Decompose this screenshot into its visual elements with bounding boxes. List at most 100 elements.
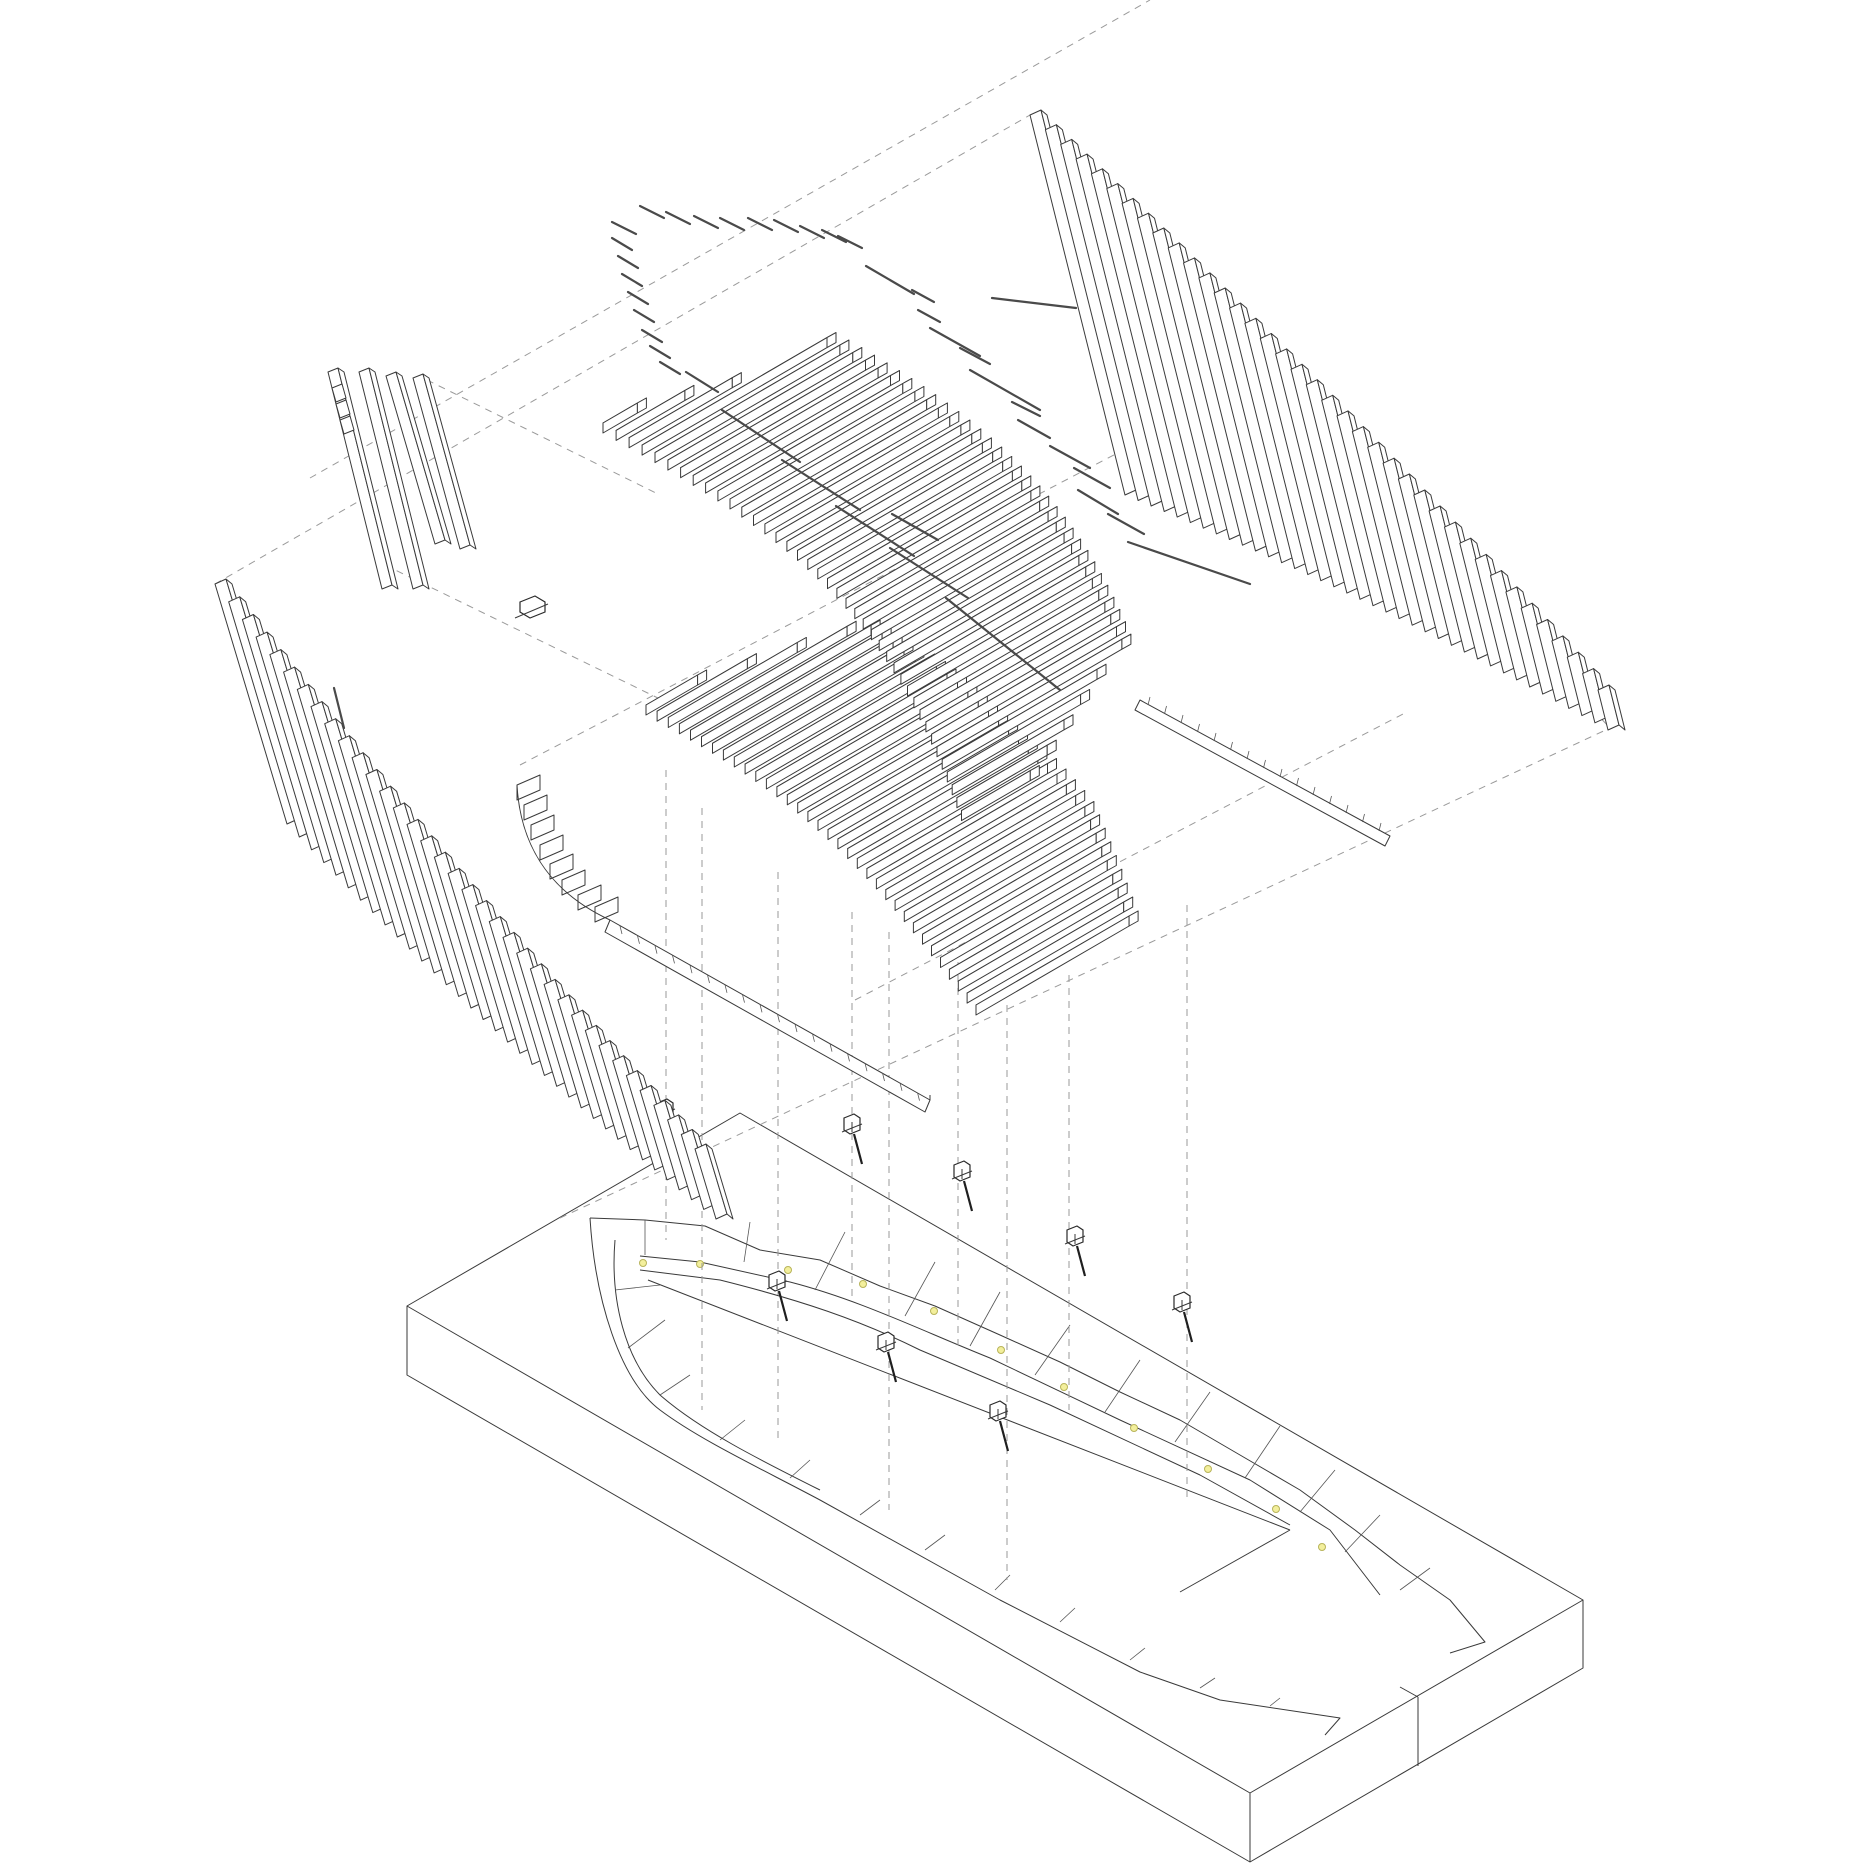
right-wall-slat-38: [1597, 684, 1626, 731]
rail-bolt-right-1: [1147, 696, 1151, 706]
upper-slat-31: [913, 584, 1109, 709]
curved-concrete-bench-edge: [589, 1217, 1486, 1736]
lower-slat-1: [645, 669, 708, 716]
upper-slat-6: [667, 347, 863, 471]
lower-slat-4: [678, 620, 857, 735]
upper-slat-8: [692, 362, 888, 486]
rail-bolt-right-10: [1296, 777, 1299, 787]
rail-bolt-left-8: [742, 994, 745, 1003]
lower-slat-2: [656, 653, 757, 722]
upper-slat-36: [941, 663, 1107, 770]
rail-bolt-right-12: [1329, 795, 1332, 805]
rail-bolt-right-6: [1230, 741, 1233, 751]
rail-bolt-left-6: [707, 974, 710, 984]
lower-slat-33: [966, 896, 1134, 1004]
top-rod-layer: [610, 204, 1252, 692]
upper-slat-17: [797, 437, 992, 561]
rod-22: [928, 326, 982, 358]
rail-bolt-left-4: [672, 955, 675, 964]
upper-slat-35: [936, 633, 1132, 758]
lower-slat-34: [975, 910, 1139, 1016]
upper-slat-28: [893, 549, 1089, 674]
rod-34: [720, 408, 802, 464]
rod-36: [834, 504, 916, 558]
upper-slat-25: [870, 516, 1066, 641]
base-plinth: [406, 1112, 1584, 1863]
upper-slat-27: [886, 538, 1082, 663]
upper-slat-4: [641, 332, 837, 456]
rod-35: [780, 458, 862, 512]
rail-bolt-left-18: [917, 1092, 920, 1101]
lower-slat-28: [922, 827, 1106, 945]
upper-slat-5: [654, 339, 850, 464]
upper-slat-30: [907, 573, 1102, 697]
lower-slat-30: [940, 855, 1117, 968]
anchor-bracket-2: [841, 1113, 864, 1165]
rod-18: [658, 360, 682, 376]
rail-bolt-left-7: [724, 984, 728, 993]
anchor-bracket-5: [1171, 1291, 1194, 1343]
upper-slat-7: [680, 354, 875, 479]
rail-bolt-left-16: [882, 1072, 885, 1082]
corner-post-cluster: [327, 367, 477, 730]
rail-bolt-right-14: [1362, 813, 1365, 823]
rail-bolt-right-5: [1213, 732, 1217, 742]
anchor-bracket-4: [1064, 1225, 1087, 1277]
rail-bolt-left-5: [689, 965, 693, 974]
anchor-bracket-8: [987, 1400, 1010, 1452]
rail-bolt-left-12: [812, 1033, 815, 1042]
upper-slat-34: [931, 621, 1126, 745]
upper-slat-12: [741, 394, 937, 518]
upper-slat-18: [807, 446, 1003, 571]
rod-2: [638, 204, 666, 220]
rod-8: [798, 224, 826, 240]
rail-bolt-left-1: [619, 925, 623, 935]
rail-bolt-right-2: [1164, 705, 1167, 715]
rod-20: [910, 288, 936, 304]
rod-25: [1010, 400, 1042, 418]
upper-slat-deck: [602, 332, 1132, 822]
rod-28: [1072, 466, 1112, 490]
lower-slat-23: [875, 768, 1067, 890]
upper-slat-39: [956, 739, 1057, 809]
rod-16: [640, 328, 664, 344]
rail-bolt-left-10: [777, 1014, 780, 1023]
rail-bolt-right-15: [1378, 822, 1382, 832]
rod-7: [772, 218, 800, 234]
light-7: [1060, 1383, 1068, 1391]
light-9: [1204, 1465, 1212, 1473]
steel-rail-left: [516, 774, 931, 1113]
rod-6: [746, 216, 774, 232]
rod-15: [632, 308, 656, 324]
rod-33: [990, 296, 1078, 310]
steel-rail-right: [1134, 696, 1391, 847]
anchor-bracket-6: [766, 1270, 789, 1322]
upper-slat-40: [961, 765, 1040, 822]
upper-slat-1: [602, 397, 647, 434]
right-vertical-slat-wall: [1029, 109, 1626, 731]
light-11: [1318, 1543, 1326, 1551]
upper-slat-33: [925, 608, 1121, 733]
left-vertical-slat-wall: [214, 578, 734, 1220]
rod-37: [888, 546, 970, 600]
rod-29: [684, 370, 720, 394]
rod-38: [944, 596, 1062, 692]
light-3: [784, 1266, 792, 1274]
rod-30: [1076, 488, 1120, 516]
lower-slat-12: [765, 668, 957, 790]
upper-slat-10: [717, 378, 913, 502]
lower-slat-31: [948, 868, 1123, 980]
rod-31: [1106, 512, 1146, 536]
upper-slat-29: [900, 561, 1096, 685]
lower-slat-25: [894, 790, 1086, 911]
rail-bolt-left-2: [637, 935, 640, 944]
lower-slat-32: [957, 882, 1128, 992]
lower-slat-29: [931, 841, 1112, 957]
rod-9: [820, 228, 848, 244]
upper-slat-38: [951, 714, 1074, 796]
rail-bolt-right-8: [1263, 759, 1266, 769]
upper-slat-16: [786, 428, 982, 552]
rail-bolt-left-3: [654, 945, 658, 954]
upper-slat-2: [615, 384, 695, 441]
rod-21: [916, 308, 942, 324]
